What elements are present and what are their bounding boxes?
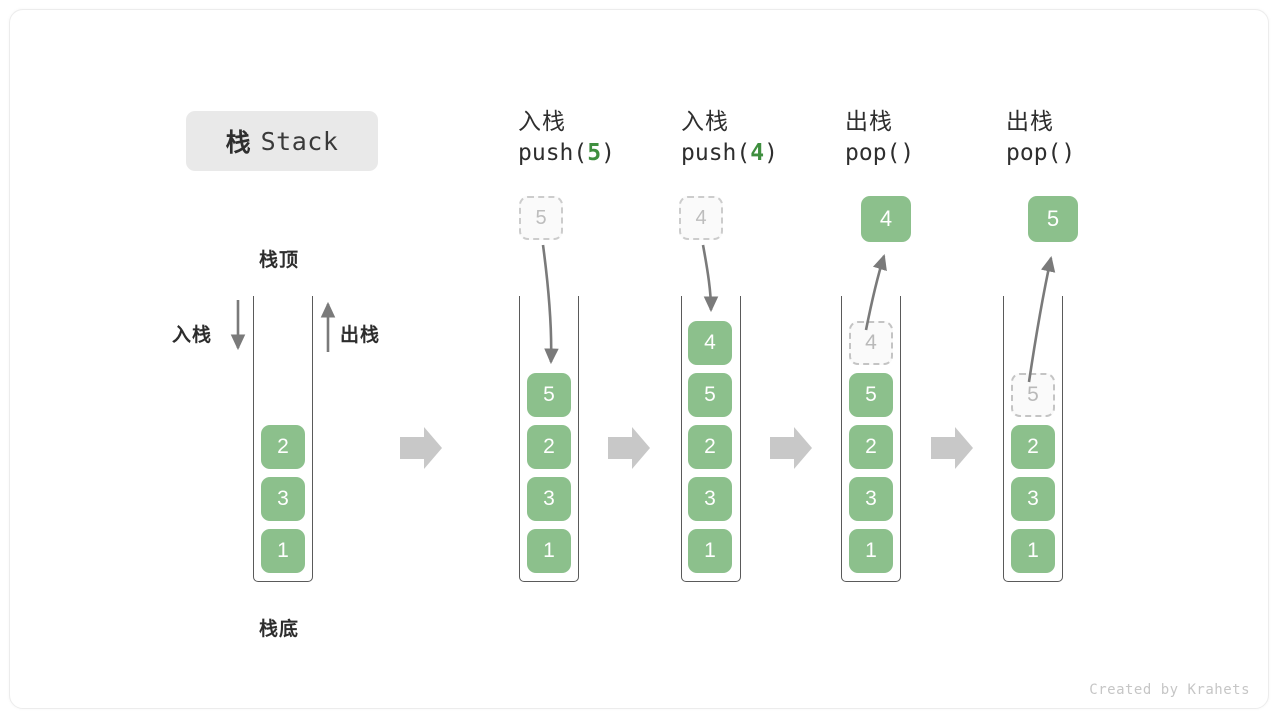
stack-cell: 3 [688, 477, 732, 521]
stack-container-pop-4 [841, 296, 901, 582]
stack-cell: 1 [1011, 529, 1055, 573]
op-label-push-4: 入栈 push(4) [681, 106, 871, 170]
label-stack-bottom: 栈底 [259, 619, 300, 640]
stack-cell: 2 [688, 425, 732, 469]
op-code-prefix: push( [518, 140, 588, 166]
op-label-pop-4: 出栈 pop() [845, 106, 1035, 170]
popped-element: 4 [861, 196, 911, 242]
op-code-suffix: ) [764, 140, 778, 166]
stack-cell: 5 [849, 373, 893, 417]
op-code: push(5) [518, 136, 708, 170]
op-cn: 出栈 [845, 108, 893, 134]
stack-cell: 1 [849, 529, 893, 573]
stack-container-push-5 [519, 296, 579, 582]
removed-element-ghost: 5 [1011, 373, 1055, 417]
stack-cell: 3 [849, 477, 893, 521]
op-code-prefix: push( [681, 140, 751, 166]
stack-cell: 5 [688, 373, 732, 417]
diagram-title-chip: 栈 Stack [186, 111, 378, 171]
stack-cell: 2 [527, 425, 571, 469]
stack-container-push-4 [681, 296, 741, 582]
popped-element: 5 [1028, 196, 1078, 242]
op-cn: 入栈 [681, 108, 729, 134]
op-cn: 入栈 [518, 108, 566, 134]
label-pop-side: 出栈 [340, 325, 381, 346]
op-code-prefix: pop( [845, 140, 901, 166]
stack-cell: 5 [527, 373, 571, 417]
op-code: pop() [845, 136, 1035, 170]
stack-cell: 3 [1011, 477, 1055, 521]
stack-cell: 2 [261, 425, 305, 469]
op-code-prefix: pop( [1006, 140, 1062, 166]
stack-cell: 4 [688, 321, 732, 365]
removed-element-ghost: 4 [849, 321, 893, 365]
title-cn: 栈 [225, 129, 252, 157]
stack-cell: 2 [1011, 425, 1055, 469]
stack-cell: 1 [688, 529, 732, 573]
op-code-suffix: ) [900, 140, 915, 166]
pending-push-element: 4 [679, 196, 723, 240]
op-cn: 出栈 [1006, 108, 1054, 134]
stack-container-initial [253, 296, 313, 582]
op-code-suffix: ) [601, 140, 615, 166]
label-push-side: 入栈 [172, 325, 213, 346]
op-code-arg: 5 [587, 140, 602, 166]
stack-cell: 1 [261, 529, 305, 573]
op-label-pop-5: 出栈 pop() [1006, 106, 1196, 170]
stack-container-pop-5 [1003, 296, 1063, 582]
op-code-suffix: ) [1061, 140, 1076, 166]
title-en: Stack [260, 126, 339, 156]
label-stack-top: 栈顶 [259, 250, 300, 271]
stack-cell: 3 [261, 477, 305, 521]
op-code: pop() [1006, 136, 1196, 170]
op-label-push-5: 入栈 push(5) [518, 106, 708, 170]
stack-cell: 2 [849, 425, 893, 469]
stack-cell: 3 [527, 477, 571, 521]
stack-cell: 1 [527, 529, 571, 573]
pending-push-element: 5 [519, 196, 563, 240]
footer-credit: Created by Krahets [1089, 682, 1250, 698]
op-code: push(4) [681, 136, 871, 170]
op-code-arg: 4 [750, 140, 765, 166]
